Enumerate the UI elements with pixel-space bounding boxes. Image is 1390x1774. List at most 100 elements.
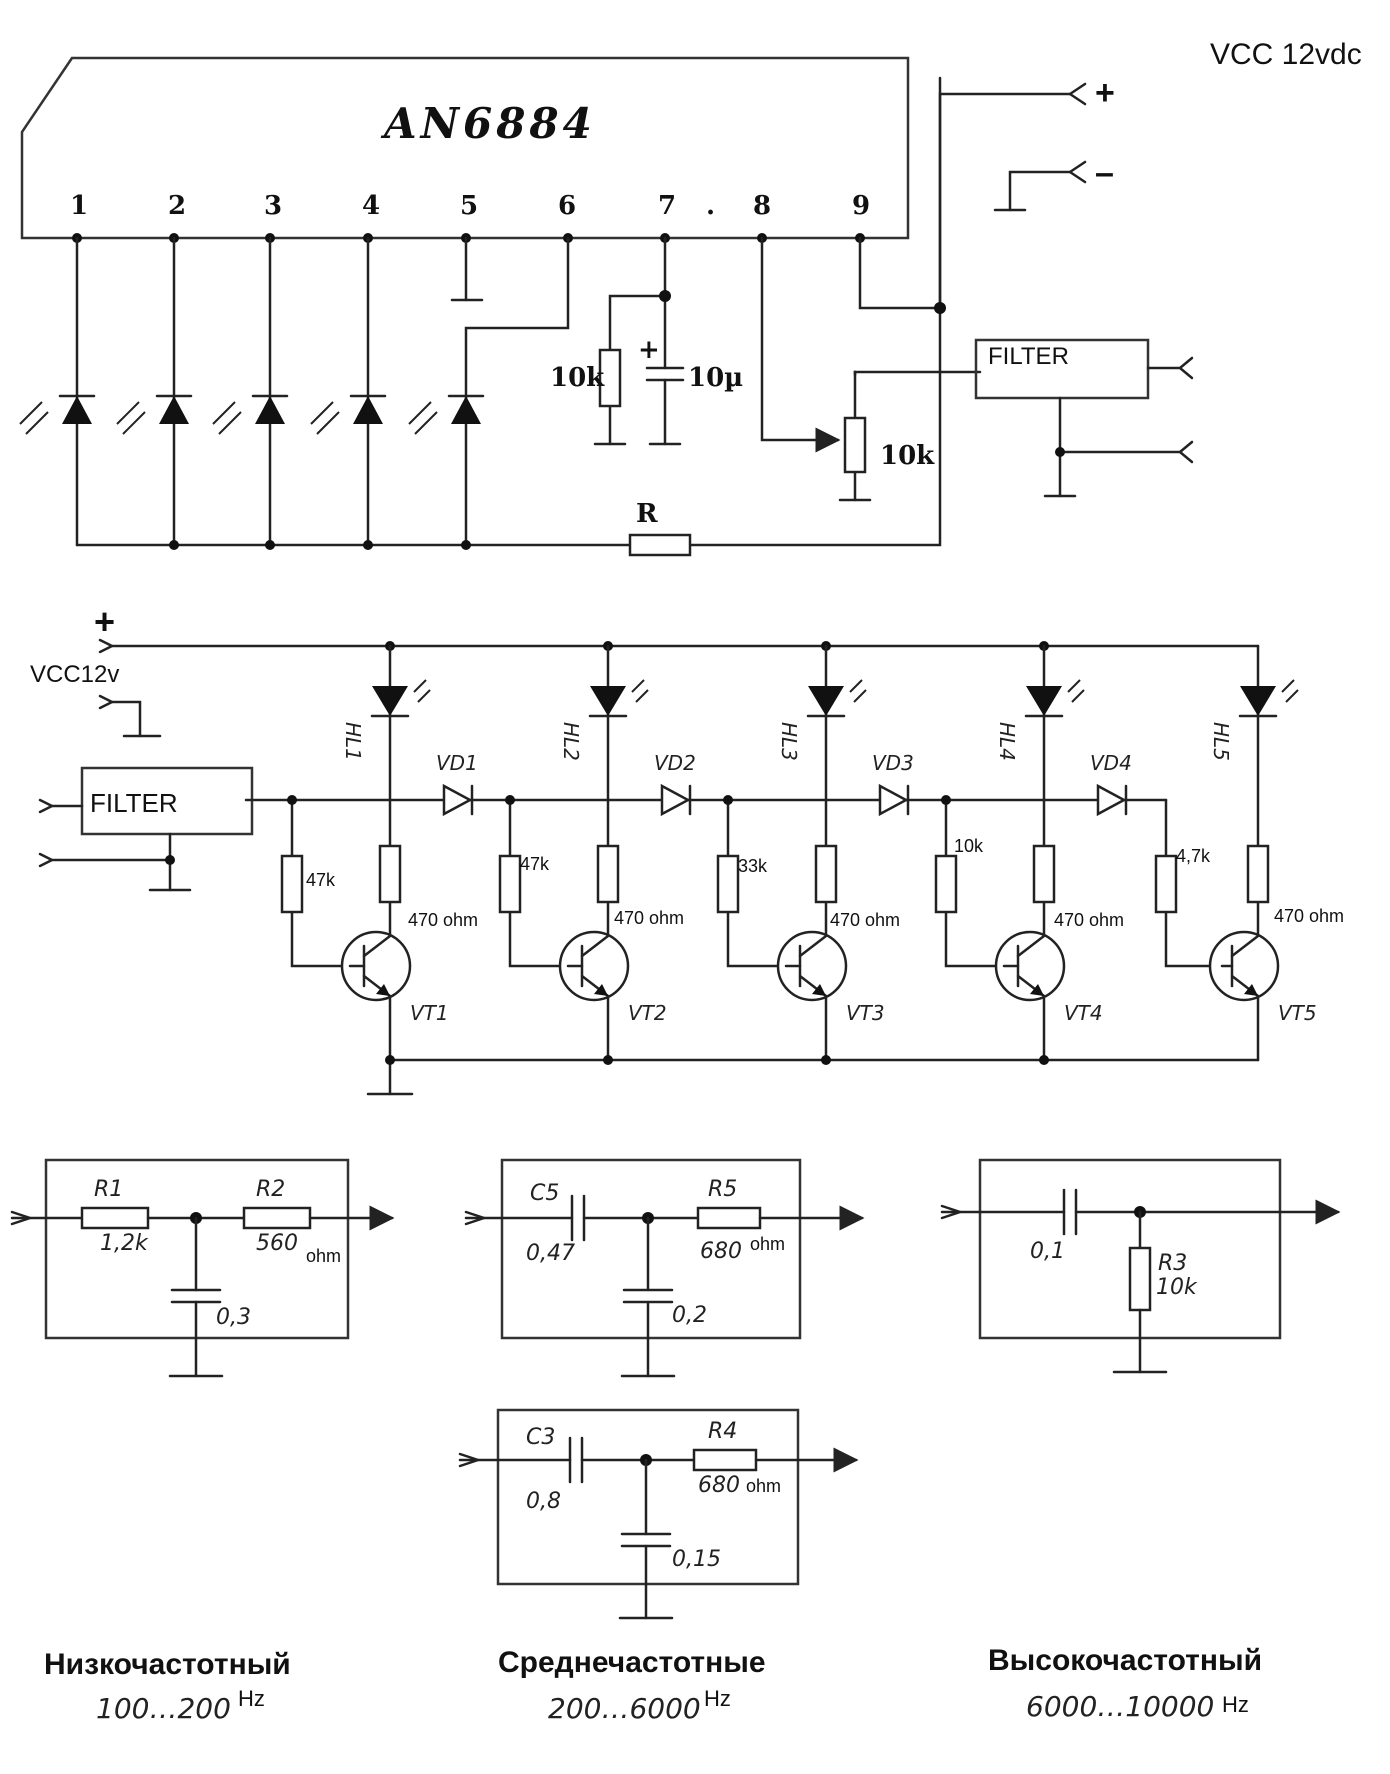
mid-b-c2-value: 0,15 bbox=[672, 1547, 721, 1572]
low-unit: Hz bbox=[238, 1686, 265, 1711]
mid-a-r: R5 bbox=[708, 1177, 737, 1202]
collector-resistor-label: 470 ohm bbox=[830, 910, 900, 930]
collector-resistor bbox=[1246, 844, 1270, 904]
low-pass-filter: R1 1,2k R2 560 ohm 0,3 bbox=[10, 1158, 395, 1378]
lower-plus: + bbox=[94, 601, 115, 642]
low-r1: R1 bbox=[94, 1177, 123, 1202]
high-range: 6000…10000 bbox=[1026, 1690, 1214, 1723]
mid-a-r-value: 680 bbox=[700, 1239, 742, 1264]
resistor-10k-label: 10k bbox=[550, 363, 605, 393]
diode-icon bbox=[1096, 783, 1128, 817]
diode-icon bbox=[660, 783, 692, 817]
filter-top-wiring bbox=[1043, 356, 1194, 498]
junction-dot bbox=[659, 290, 671, 302]
high-r-value: 10k bbox=[1156, 1275, 1198, 1300]
led-label: HL4 bbox=[995, 722, 1019, 761]
collector-resistor-label: 470 ohm bbox=[1274, 906, 1344, 926]
resistor-r-label: R bbox=[636, 499, 658, 529]
pin-label: 6 bbox=[558, 191, 576, 221]
led-icon bbox=[588, 679, 649, 718]
series-diodes bbox=[442, 783, 1128, 817]
diode-label: VD4 bbox=[1090, 751, 1132, 775]
base-resistors bbox=[280, 854, 1178, 914]
pin-label: 5 bbox=[460, 191, 478, 221]
led-label: HL3 bbox=[777, 722, 801, 761]
ic-name: AN6884 bbox=[380, 99, 596, 148]
collector-resistor bbox=[814, 844, 838, 904]
collector-resistor-label: 470 ohm bbox=[1054, 910, 1124, 930]
transistor-label: VT2 bbox=[628, 1001, 667, 1025]
low-r1-value: 1,2k bbox=[100, 1231, 149, 1256]
capacitor-10u-label: 10µ bbox=[688, 363, 743, 393]
led-icon bbox=[310, 394, 387, 435]
mid-b-c-value: 0,8 bbox=[526, 1489, 561, 1514]
mid-a-c-value: 0,47 bbox=[526, 1241, 575, 1266]
signal-line-dots bbox=[287, 795, 1049, 1065]
led-label: HL5 bbox=[1209, 722, 1233, 761]
mid-a-r-unit: ohm bbox=[750, 1234, 785, 1254]
filter-label-top: FILTER bbox=[988, 343, 1069, 370]
base-resistor-labels: 47k 47k 33k 10k 4,7k bbox=[306, 836, 1211, 890]
high-r: R3 bbox=[1158, 1251, 1187, 1276]
junction-dot bbox=[934, 302, 946, 314]
mid-b-c: C3 bbox=[526, 1425, 555, 1450]
low-range: 100…200 bbox=[96, 1692, 231, 1725]
pin-label: 7 bbox=[658, 191, 676, 221]
collector-resistor-label: 470 ohm bbox=[408, 910, 478, 930]
led-icon bbox=[1024, 679, 1085, 718]
base-resistor-label: 10k bbox=[954, 836, 984, 856]
transistor-label: VT5 bbox=[1278, 1001, 1317, 1025]
capacitor-polarity: + bbox=[638, 335, 660, 365]
diode-label: VD3 bbox=[872, 751, 914, 775]
junction-dot bbox=[165, 855, 175, 865]
filter-label-lower: FILTER bbox=[90, 788, 178, 818]
pot-network bbox=[760, 236, 982, 502]
top-bottom-bus-dots bbox=[169, 540, 471, 550]
diode-label: VD2 bbox=[654, 751, 696, 775]
transistor-label: VT1 bbox=[410, 1001, 449, 1025]
pin-label: 8 bbox=[753, 191, 771, 221]
filter-titles: Низкочастотный 100…200 Hz Среднечастотны… bbox=[44, 1644, 1262, 1725]
mid-range: 200…6000 bbox=[548, 1692, 701, 1725]
pin-label: 1 bbox=[70, 191, 88, 221]
base-resistor-label: 47k bbox=[520, 854, 550, 874]
resistor-10k-pin7 bbox=[598, 348, 622, 408]
stages-wiring bbox=[290, 644, 1260, 1096]
high-c-value: 0,1 bbox=[1030, 1239, 1065, 1264]
pin-label: 4 bbox=[362, 191, 380, 221]
junction-dot bbox=[1055, 447, 1065, 457]
led-icon bbox=[19, 394, 96, 435]
collector-resistor bbox=[1032, 844, 1056, 904]
diode-icon bbox=[442, 783, 474, 817]
npn-transistor-icon bbox=[558, 930, 630, 1002]
ic-pin-labels: 1 2 3 4 5 6 7 . 8 9 bbox=[70, 191, 870, 221]
transistors bbox=[340, 930, 1280, 1002]
lower-vcc: VCC12v bbox=[30, 661, 119, 688]
mid-b-r-unit: ohm bbox=[746, 1476, 781, 1496]
led-icon bbox=[370, 679, 431, 718]
mid-pass-filter-a: C5 0,47 R5 680 ohm 0,2 bbox=[464, 1158, 865, 1378]
vcc-note: VCC 12vdc bbox=[1210, 38, 1362, 71]
base-resistor-label: 4,7k bbox=[1176, 846, 1211, 866]
led-icon bbox=[212, 394, 289, 435]
high-title: Высокочастотный bbox=[988, 1644, 1262, 1677]
collector-resistor bbox=[596, 844, 620, 904]
diode-icon bbox=[878, 783, 910, 817]
collector-resistor-label: 470 ohm bbox=[614, 908, 684, 928]
transistor-labels: VT1 VT2 VT3 VT4 VT5 bbox=[410, 1001, 1317, 1025]
led-icon bbox=[116, 394, 193, 435]
low-r2: R2 bbox=[256, 1177, 285, 1202]
pot-10k-label: 10k bbox=[880, 441, 935, 471]
mid-pass-filter-b: C3 0,8 R4 680 ohm 0,15 bbox=[458, 1408, 859, 1620]
led-icon bbox=[408, 394, 485, 435]
collector-resistor-labels: 470 ohm 470 ohm 470 ohm 470 ohm 470 ohm bbox=[408, 906, 1344, 930]
mid-a-c2-value: 0,2 bbox=[672, 1303, 707, 1328]
pin-label: 2 bbox=[168, 191, 186, 221]
mid-a-c: C5 bbox=[530, 1181, 559, 1206]
mid-b-r-value: 680 bbox=[698, 1473, 740, 1498]
diode-labels: VD1 VD2 VD3 VD4 bbox=[436, 751, 1132, 775]
supply-wiring bbox=[858, 82, 1087, 310]
npn-transistor-icon bbox=[1208, 930, 1280, 1002]
top-leds bbox=[19, 394, 485, 435]
